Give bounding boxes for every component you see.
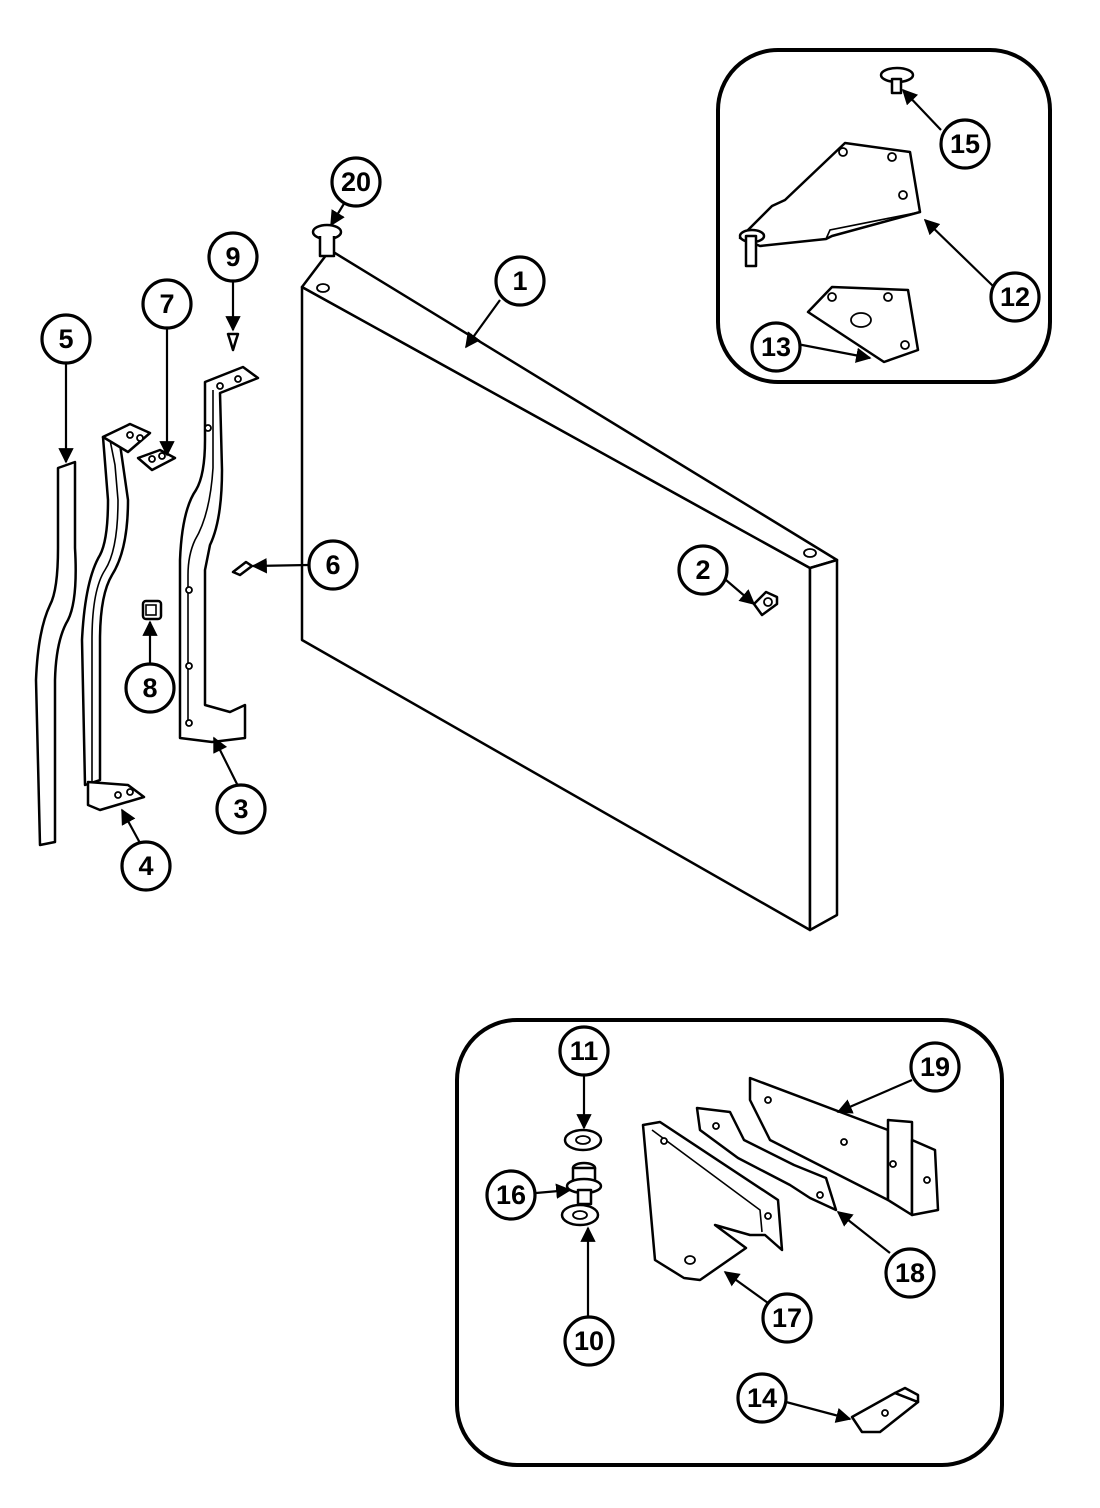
part-12-top-hinge (738, 141, 922, 268)
part-6-screw (231, 560, 254, 577)
svg-text:8: 8 (142, 673, 157, 703)
svg-text:20: 20 (341, 167, 371, 197)
svg-text:4: 4 (138, 851, 153, 881)
callout-20: 20 (330, 156, 382, 208)
part-7-clip (136, 448, 177, 472)
svg-text:13: 13 (761, 332, 791, 362)
svg-text:12: 12 (1000, 282, 1030, 312)
svg-text:14: 14 (747, 1383, 777, 1413)
part-9-screw (226, 332, 240, 352)
part-1-door-panel (300, 248, 839, 932)
svg-text:1: 1 (512, 266, 527, 296)
part-17-bottom-bracket (641, 1120, 784, 1282)
svg-text:16: 16 (496, 1180, 526, 1210)
callout-12: 12 (989, 271, 1041, 323)
part-3-door-bracket (178, 365, 260, 744)
callout-10: 10 (563, 1315, 615, 1367)
callout-2: 2 (677, 544, 729, 596)
inset-frame-bottom (455, 1018, 1004, 1467)
callout-18: 18 (884, 1247, 936, 1299)
part-16-hinge-pin (565, 1161, 603, 1206)
callouts: 1 2 3 4 5 6 7 8 (40, 118, 1041, 1424)
callout-15: 15 (939, 118, 991, 170)
part-10-washer (560, 1203, 600, 1227)
callout-3: 3 (215, 783, 267, 835)
part-2-screw (752, 590, 779, 617)
part-20-plug (311, 223, 343, 258)
svg-text:7: 7 (159, 289, 174, 319)
callout-9: 9 (207, 231, 259, 283)
callout-6: 6 (307, 539, 359, 591)
svg-text:3: 3 (233, 794, 248, 824)
svg-text:6: 6 (325, 550, 340, 580)
callout-5: 5 (40, 313, 92, 365)
svg-text:11: 11 (570, 1036, 599, 1066)
part-15-hinge-cap (879, 66, 915, 95)
part-8-stop (141, 599, 163, 621)
part-13-hinge-plate (806, 285, 920, 364)
callout-16: 16 (485, 1169, 537, 1221)
part-4-bracket (80, 422, 152, 812)
svg-text:5: 5 (58, 324, 73, 354)
callout-1: 1 (494, 255, 546, 307)
inset-frame-top (716, 48, 1052, 384)
svg-text:10: 10 (574, 1326, 604, 1356)
svg-text:2: 2 (695, 555, 710, 585)
svg-text:17: 17 (772, 1303, 802, 1333)
callout-17: 17 (761, 1292, 813, 1344)
part-19-bottom-hinge (748, 1076, 940, 1217)
part-18-shim-plate (695, 1106, 838, 1212)
part-14-bracket (850, 1386, 920, 1434)
callout-19: 19 (909, 1041, 961, 1093)
callout-4: 4 (120, 840, 172, 892)
part-11-washer (563, 1128, 603, 1152)
svg-text:19: 19 (920, 1052, 950, 1082)
callout-7: 7 (141, 278, 193, 330)
svg-text:9: 9 (225, 242, 240, 272)
top-hinge-inset (716, 48, 1052, 384)
callout-11: 11 (558, 1025, 610, 1077)
part-5-trim-strip (34, 460, 77, 847)
svg-text:18: 18 (895, 1258, 925, 1288)
callout-8: 8 (124, 662, 176, 714)
bottom-hinge-inset (455, 1018, 1004, 1467)
leader-lines (58, 88, 994, 1423)
callout-14: 14 (736, 1372, 788, 1424)
callout-13: 13 (750, 321, 802, 373)
svg-text:15: 15 (950, 129, 980, 159)
